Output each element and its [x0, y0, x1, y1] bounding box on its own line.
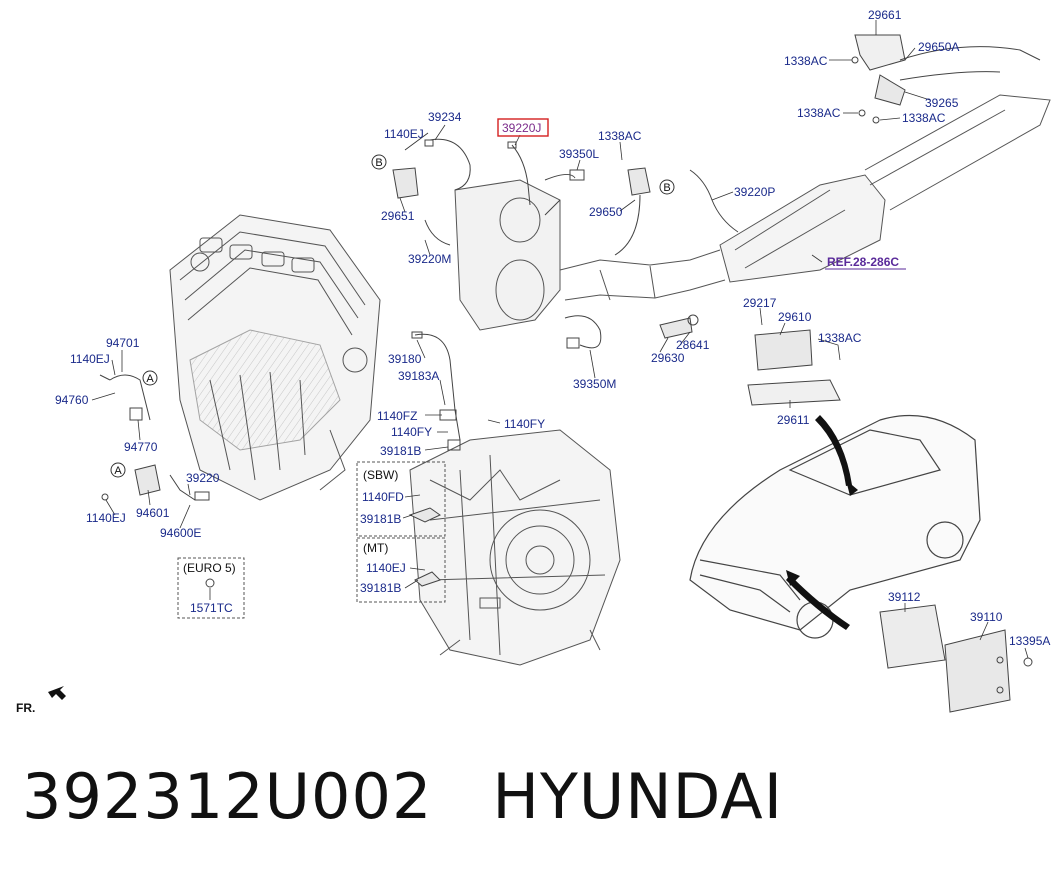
part-label: 39265: [925, 96, 959, 110]
part-caption: 392312U002 HYUNDAI: [22, 760, 783, 833]
mt-option-box: [356, 537, 446, 603]
part-label: 39350L: [559, 147, 599, 161]
part-label: 39112: [888, 590, 921, 604]
part-label: 29651: [381, 209, 415, 223]
part-label: 94600E: [160, 526, 201, 540]
part-label: 1140EJ: [366, 561, 406, 575]
part-label: 39181B: [380, 444, 421, 458]
part-label: 39220M: [408, 252, 451, 266]
part-label: 1338AC: [902, 111, 946, 125]
circle-callouts: [110, 154, 675, 478]
part-label: 1571TC: [190, 601, 233, 615]
part-label: 94770: [124, 440, 158, 454]
callout-b-right-text: B: [663, 182, 670, 194]
callout-circle-b-right: [659, 179, 675, 195]
part-label: 1140EJ: [384, 127, 424, 141]
part-label: 39350M: [573, 377, 616, 391]
callout-b-left-text: B: [375, 157, 382, 169]
part-label: 39180: [388, 352, 422, 366]
part-label: 39220P: [734, 185, 775, 199]
euro5-option-box: [177, 557, 245, 619]
leader-lines: [91, 20, 1029, 659]
engine-block-drawing: [169, 214, 381, 501]
front-direction-arrow: [48, 686, 66, 700]
part-label: 13395A: [1009, 634, 1050, 648]
callout-circle-a-upper: [142, 370, 158, 386]
part-label: 1140EJ: [70, 352, 110, 366]
vehicle-drawing: [689, 414, 981, 639]
reference-label: REF.28-286C: [827, 255, 899, 269]
part-label: 29610: [778, 310, 812, 324]
part-label: 1140FZ: [377, 409, 417, 423]
callout-circle-a-lower: [110, 462, 126, 478]
sensor-parts: [99, 34, 1041, 713]
part-label: 39110: [970, 610, 1003, 624]
part-label: 29630: [651, 351, 685, 365]
part-label: 1140FY: [504, 417, 545, 431]
part-number: 392312U002: [22, 760, 433, 833]
part-label: 1140FY: [391, 425, 432, 439]
part-label: 1338AC: [797, 106, 841, 120]
part-label: 39234: [428, 110, 462, 124]
exhaust-drawing: [454, 94, 1051, 331]
part-label: 29611: [777, 413, 810, 427]
part-label: 1338AC: [818, 331, 862, 345]
part-label: 28641: [676, 338, 710, 352]
part-label: 1140FD: [362, 490, 404, 504]
part-label: 29217: [743, 296, 777, 310]
bolt-icon: [205, 578, 215, 588]
option-label-euro5: (EURO 5): [183, 561, 236, 575]
part-label: 94701: [106, 336, 140, 350]
part-label: 94760: [55, 393, 89, 407]
part-label: 39181B: [360, 512, 401, 526]
part-label: 94601: [136, 506, 170, 520]
sbw-option-box: [356, 461, 446, 537]
pointer-arrows: [786, 415, 858, 630]
highlighted-part-label[interactable]: 39220J: [502, 121, 541, 135]
front-direction-label: FR.: [16, 701, 35, 715]
part-label: 29661: [868, 8, 902, 22]
part-label: 39181B: [360, 581, 401, 595]
callout-circle-b-left: [371, 154, 387, 170]
part-label: 39183A: [398, 369, 439, 383]
transmission-drawing: [409, 429, 621, 666]
brand-name: HYUNDAI: [492, 760, 784, 833]
part-label: 29650: [589, 205, 623, 219]
option-label-sbw: (SBW): [363, 468, 398, 482]
part-label: 1140EJ: [86, 511, 126, 525]
callout-a-lower-text: A: [114, 465, 122, 477]
part-label: 39220: [186, 471, 220, 485]
highlighted-part-box: [497, 118, 549, 137]
part-label: 1338AC: [784, 54, 828, 68]
part-label: 1338AC: [598, 129, 642, 143]
option-label-mt: (MT): [363, 541, 388, 555]
option-boxes: [177, 461, 446, 619]
parts-diagram: A A B B 29661 29650A 1338AC 39265 1338AC…: [16, 8, 1051, 715]
part-label: 29650A: [918, 40, 959, 54]
callout-a-upper-text: A: [146, 373, 154, 385]
